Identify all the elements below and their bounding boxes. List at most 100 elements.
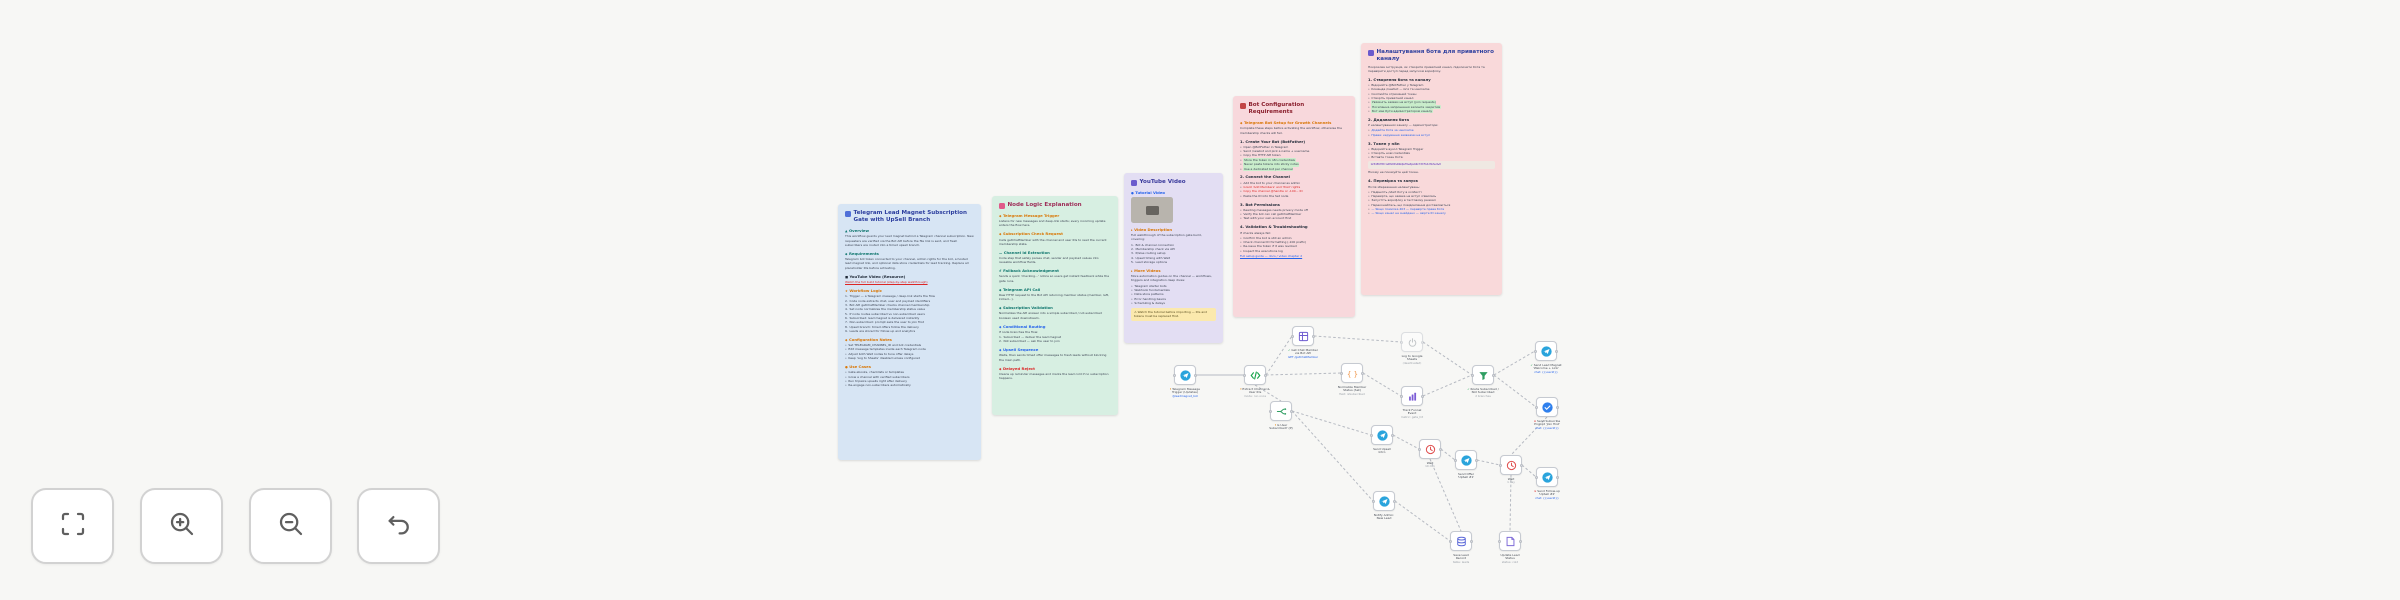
output-port: [1556, 475, 1559, 479]
note-title-text: Node Logic Explanation: [1007, 202, 1082, 208]
note-list-item: •Set TELEGRAM_CHANNEL_ID and bot credent…: [845, 343, 974, 347]
note-section-heading: ■YouTube Video (Resource): [845, 274, 974, 279]
list-item-text: Confirm the bot is still an admin: [1243, 235, 1292, 240]
zoom-in-button[interactable]: [140, 488, 223, 564]
video-thumbnail[interactable]: [1131, 197, 1173, 224]
workflow-node-wait1[interactable]: [1418, 439, 1442, 459]
node-label-text: Save Lead: [1453, 552, 1469, 557]
note-list-item: •Inspect the executions log: [1240, 249, 1348, 253]
list-item-text: Check channel ID formatting (-100 prefix…: [1243, 240, 1306, 245]
note-section-heading: 4. Validation & Troubleshooting: [1240, 224, 1348, 229]
workflow-node-notify[interactable]: [1372, 491, 1396, 511]
note-title-text: YouTube Video: [1139, 179, 1186, 185]
note-list-item: 1.Bot & channel connection: [1131, 243, 1216, 247]
fit-button[interactable]: [31, 488, 114, 564]
note-list-item: •Запустіть воркфлоу в тестовому режимі: [1368, 198, 1495, 202]
node-label-line: Log to Google: [1380, 354, 1444, 359]
note-list-item: •Grow a channel with verified subscriber…: [845, 375, 974, 379]
edge-line: [1313, 335, 1402, 343]
list-item-text: Set TELEGRAM_CHANNEL_ID and bot credenti…: [848, 343, 922, 348]
node-label-text: Event: [1407, 411, 1417, 416]
note-title: YouTube Video: [1131, 179, 1216, 186]
note-link[interactable]: Watch the full build tutorial (step-by-s…: [845, 279, 928, 284]
node-label-line: Track Funnel: [1380, 408, 1444, 413]
workflow-node-t1[interactable]: [1173, 365, 1197, 385]
sticky-note-bot_config[interactable]: Bot Configuration Requirements◆Telegram …: [1233, 96, 1355, 317]
sticky-note-youtube[interactable]: YouTube Video●Tutorial Video▸Video Descr…: [1124, 173, 1223, 343]
node-label-line: !Is User: [1249, 423, 1313, 428]
sticky-note-node_logic[interactable]: Node Logic Explanation◆Telegram Message …: [992, 196, 1118, 415]
note-section-heading: ◆Subscription Validation: [999, 305, 1111, 310]
telegram-icon: [1541, 468, 1553, 487]
note-list-item: •Run tripwire upsells right after delive…: [845, 379, 974, 383]
ok-status-icon: ✓: [1288, 347, 1291, 352]
note-section-heading: 1. Create Your Bot (BotFather): [1240, 139, 1348, 144]
video-camera-icon: [1145, 205, 1159, 215]
zoom-out-button[interactable]: [249, 488, 332, 564]
brain-icon: [999, 202, 1005, 209]
note-link[interactable]: Full setup guide — docs / video chapter …: [1240, 253, 1303, 258]
clock-icon: [1506, 456, 1517, 475]
list-marker: •: [1368, 109, 1370, 114]
workflow-node-send_magnet[interactable]: [1534, 341, 1558, 361]
node-label-line: Wait: [1398, 461, 1462, 466]
zoom-out-icon: [276, 509, 306, 543]
list-marker: •: [1368, 146, 1370, 151]
list-marker: •: [845, 343, 847, 348]
output-port: [1519, 539, 1522, 543]
note-list-item: •Бот має бути адміністратором каналу: [1368, 109, 1495, 114]
node-label-text: Notify Admin:: [1373, 512, 1395, 517]
note-paragraph: Full walkthrough of the subscription gat…: [1131, 233, 1202, 242]
note-paragraph: Waits, then sends timed offer messages t…: [999, 353, 1107, 362]
node-sublabel: field: isSubscribed: [1339, 392, 1365, 397]
undo-button[interactable]: [357, 488, 440, 564]
note-list-item: •Keep 'Log to Sheets' disabled unless co…: [845, 356, 974, 360]
workflow-node-code[interactable]: [1243, 365, 1267, 385]
note-list-item: 5.If node routes subscribed vs non-subsc…: [845, 312, 974, 316]
workflow-node-wait2[interactable]: [1499, 455, 1523, 475]
note-section-heading: 3. Bot Permissions: [1240, 202, 1348, 207]
workflow-node-track[interactable]: [1400, 386, 1424, 406]
workflow-node-set[interactable]: { }: [1340, 363, 1364, 383]
node-sublabel: chat: {{userId}}: [1535, 426, 1559, 431]
workflow-node-api[interactable]: [1291, 326, 1315, 346]
output-port: [1492, 373, 1495, 377]
workflow-node-followup[interactable]: [1535, 467, 1559, 487]
note-list-item: •Paste the ID into the Set node: [1240, 194, 1348, 198]
note-paragraph: Sends a quick 'checking...' notice so us…: [999, 274, 1110, 283]
heading-text: 4. Validation & Troubleshooting: [1240, 224, 1308, 230]
list-item-text: Send /newbot and pick a name + username: [1243, 149, 1310, 154]
edge-line: [1440, 448, 1456, 461]
heading-text: Subscription Validation: [1002, 305, 1053, 311]
output-port: [1475, 458, 1478, 462]
note-list-item: •Перевірте, що заявка на вступ з'явилась: [1368, 194, 1495, 198]
workflow-node-if1[interactable]: [1269, 401, 1293, 421]
list-marker: •: [1131, 287, 1133, 292]
gear-icon: [1368, 49, 1374, 56]
list-item-text: Open @BotFather in Telegram: [1243, 144, 1289, 149]
workflow-node-route[interactable]: [1471, 365, 1495, 385]
input-port: [1499, 463, 1502, 467]
note-paragraph: If checks always fail:: [1240, 230, 1272, 235]
workflow-node-send_prompt[interactable]: [1535, 397, 1559, 417]
heading-text: Subscription Check Request: [1002, 231, 1063, 237]
list-marker: 2.: [845, 298, 848, 303]
workflow-node-upsell_intro[interactable]: [1370, 425, 1394, 445]
note-list-item: •Send /newbot and pick a name + username: [1240, 149, 1348, 153]
heading-text: Fallback Acknowledgment: [1003, 268, 1059, 274]
workflow-node-save[interactable]: [1449, 531, 1473, 551]
workflow-node-offer1[interactable]: [1454, 450, 1478, 470]
node-sublabel: mode: run once: [1243, 394, 1267, 399]
list-marker: •: [1240, 184, 1242, 189]
workflow-node-log[interactable]: [1400, 332, 1424, 352]
sticky-note-overview[interactable]: Telegram Lead Magnet Subscription Gate w…: [838, 204, 981, 460]
list-marker: •: [1240, 248, 1242, 253]
workflow-node-update[interactable]: [1498, 531, 1522, 551]
list-item-text: Команда /newbot — ім'я та username: [1371, 87, 1430, 92]
output-port: [1391, 433, 1394, 437]
heading-bullet-icon: ◆: [999, 324, 1002, 329]
